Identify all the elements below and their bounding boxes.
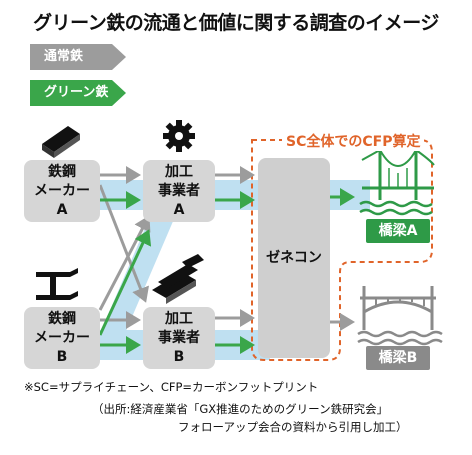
source-line-1: （出所:経済産業省「GX推進のためのグリーン鉄研究会」 (92, 402, 389, 416)
source-line-2: フォローアップ会合の資料から引用し加工） (178, 420, 408, 434)
general-contractor-label: ゼネコン (266, 249, 322, 266)
bridge-b-icon (357, 286, 443, 346)
processor-a-line2: 事業者 (158, 182, 200, 199)
processor-a-line1: 加工 (165, 163, 193, 180)
footnote: ※SC=サプライチェーン、CFP=カーボンフットプリント (24, 380, 319, 394)
processor-b-line2: 事業者 (158, 329, 200, 346)
steelmaker-b-box: 鉄鋼 メーカー B (24, 307, 100, 369)
bridge-b-label: 橋梁B (366, 346, 430, 370)
legend-arrows (30, 44, 126, 106)
processed-steel-icon (152, 254, 204, 304)
legend-green-arrow (30, 80, 126, 106)
cfp-region-outline (251, 139, 433, 361)
cfp-region-label: SC全体でのCFP算定 (282, 131, 425, 151)
steelmaker-a-line3: A (56, 201, 68, 218)
arrow-green-smb-pa (98, 229, 152, 336)
bridge-a-label: 橋梁A (366, 219, 430, 243)
bridge-a-icon (359, 148, 435, 216)
processor-a-line3: A (173, 201, 185, 218)
processor-a-box: 加工 事業者 A (143, 160, 215, 222)
steelmaker-b-line3: B (56, 348, 68, 365)
steelmaker-a-box: 鉄鋼 メーカー A (24, 160, 100, 222)
legend-normal-steel-label: 通常鉄 (44, 49, 84, 64)
legend-green-steel-label: グリーン鉄 (44, 85, 109, 100)
processor-b-line3: B (173, 348, 185, 365)
steelmaker-b-line2: メーカー (34, 329, 90, 346)
processor-b-line1: 加工 (165, 310, 193, 327)
processor-b-box: 加工 事業者 B (143, 307, 215, 369)
steelmaker-b-line1: 鉄鋼 (48, 310, 76, 327)
steel-plate-icon (42, 126, 80, 158)
page-title: グリーン鉄の流通と価値に関する調査のイメージ (33, 12, 439, 34)
steelmaker-a-line2: メーカー (34, 182, 90, 199)
gear-icon (163, 120, 195, 152)
general-contractor-box: ゼネコン (258, 158, 330, 358)
arrow-gray-sma-pb (98, 184, 150, 303)
h-beam-icon (36, 268, 78, 300)
legend-gray-arrow (30, 44, 126, 70)
steelmaker-a-line1: 鉄鋼 (48, 163, 76, 180)
